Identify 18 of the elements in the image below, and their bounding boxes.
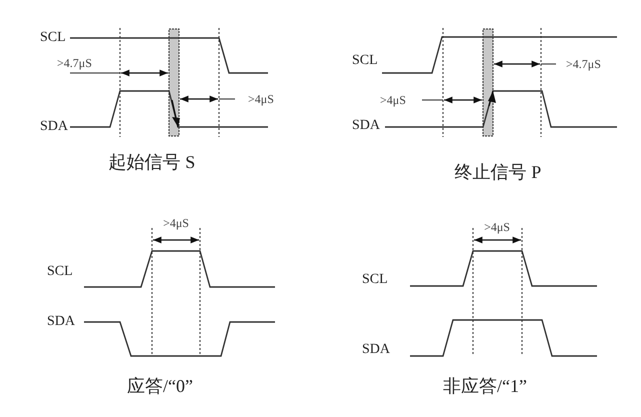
signal-label: SDA xyxy=(362,343,390,357)
timing-label: >4μS xyxy=(248,93,274,105)
diagram-caption: 起始信号 S xyxy=(108,153,196,171)
timing-label: >4.7μS xyxy=(57,57,92,69)
timing-label: >4μS xyxy=(484,221,510,233)
timing-label: >4.7μS xyxy=(566,58,601,70)
signal-label: SCL xyxy=(40,31,66,45)
diagram-caption: 非应答/“1” xyxy=(443,377,527,395)
signal-label: SCL xyxy=(352,54,378,68)
signal-label: SDA xyxy=(47,315,76,329)
timing-label: >4μS xyxy=(380,94,406,106)
diagram-caption: 终止信号 P xyxy=(454,163,542,181)
diagram-caption: 应答/“0” xyxy=(127,377,193,395)
signal-label: SDA xyxy=(40,120,68,134)
signal-label: SCL xyxy=(47,265,73,279)
timing-label: >4μS xyxy=(163,217,189,229)
signal-label: SDA xyxy=(352,119,380,133)
signal-label: SCL xyxy=(362,273,388,287)
